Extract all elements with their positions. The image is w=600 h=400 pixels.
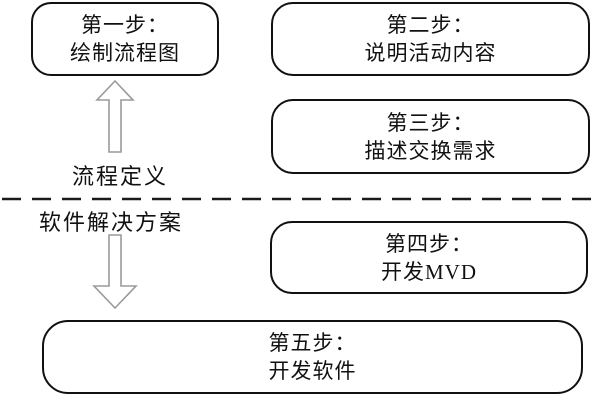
step-2-title: 第二步： <box>386 13 475 37</box>
step-5-desc: 开发软件 <box>268 359 357 383</box>
lower-region-label: 软件解决方案 <box>39 210 184 235</box>
step-3-desc: 描述交换需求 <box>364 138 497 163</box>
step-2-box: 第二步： 说明活动内容 <box>271 2 590 76</box>
step-2-desc: 说明活动内容 <box>364 41 497 65</box>
upper-region-label: 流程定义 <box>71 164 168 189</box>
step-4-desc: 开发MVD <box>380 259 477 284</box>
step-4-box: 第四步： 开发MVD <box>270 221 588 294</box>
step-3-box: 第三步： 描述交换需求 <box>271 99 590 174</box>
step-4-title: 第四步： <box>385 231 473 256</box>
down-arrow-icon <box>92 234 138 310</box>
step-1-box: 第一步： 绘制流程图 <box>31 2 219 76</box>
up-arrow-icon <box>95 79 135 153</box>
step-5-title: 第五步： <box>268 331 357 355</box>
step-5-box: 第五步： 开发软件 <box>42 320 583 394</box>
step-1-desc: 绘制流程图 <box>70 41 180 65</box>
step-1-title: 第一步： <box>81 13 169 37</box>
step-3-title: 第三步： <box>386 110 475 135</box>
